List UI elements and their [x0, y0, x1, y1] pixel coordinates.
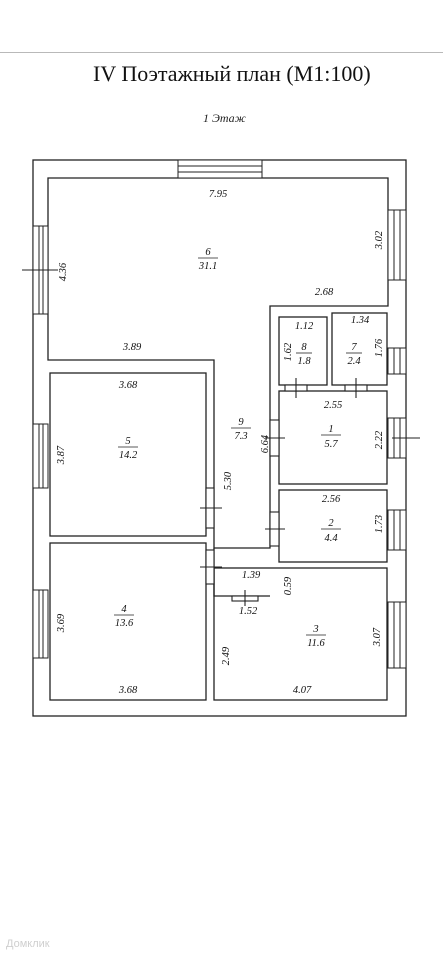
- dim-label: 3.68: [118, 380, 138, 391]
- dim-label: 0.59: [283, 576, 294, 595]
- room-2-number: 2: [328, 518, 334, 529]
- door-2: [265, 511, 285, 547]
- room-9-area: 7.3: [234, 431, 247, 442]
- dim-label: 1.34: [351, 315, 370, 326]
- dim-label: 1.52: [239, 606, 258, 617]
- dim-label: 4.36: [58, 262, 69, 281]
- dim-label: 3.02: [374, 230, 385, 250]
- room-5-number: 5: [125, 436, 130, 447]
- room-labels: 6 31.1 5 14.2 4 13.6 9 7.3 8 1.8 7 2.4: [114, 247, 362, 649]
- room-8-number: 8: [301, 342, 307, 353]
- door-7: [344, 378, 368, 398]
- room-3-label: 3 11.6: [306, 624, 326, 649]
- window-right-7: [387, 347, 407, 375]
- dim-label: 1.39: [242, 570, 261, 581]
- door-5: [200, 487, 222, 529]
- dim-label: 1.12: [295, 321, 314, 332]
- room-2-label: 2 4.4: [321, 518, 341, 544]
- dim-label: 3.89: [122, 342, 142, 353]
- room-3-area: 11.6: [307, 638, 325, 649]
- window-right-3: [387, 601, 407, 669]
- dim-label: 2.56: [322, 494, 341, 505]
- room-4-label: 4 13.6: [114, 604, 134, 629]
- dim-label: 3.69: [56, 613, 67, 633]
- window-right-2: [387, 509, 407, 551]
- room-7-label: 7 2.4: [346, 342, 362, 367]
- room-4-area: 13.6: [115, 618, 134, 629]
- room-9-label: 9 7.3: [231, 417, 251, 442]
- room-4-number: 4: [121, 604, 127, 615]
- door-1: [265, 419, 285, 457]
- window-left-5: [32, 423, 49, 489]
- room-5-outline: [49, 372, 207, 537]
- window-top: [177, 159, 263, 179]
- top-divider: [0, 52, 443, 53]
- room-6-label: 6 31.1: [198, 247, 218, 272]
- dim-label: 6.64: [260, 434, 271, 453]
- room-1-area: 5.7: [324, 439, 338, 450]
- room-4-outline: [49, 542, 207, 701]
- dim-label: 3.07: [372, 627, 383, 647]
- room-8-label: 8 1.8: [296, 342, 312, 367]
- dim-label: 4.07: [293, 685, 312, 696]
- dim-label: 2.68: [315, 287, 334, 298]
- dimension-labels: 7.95 4.36 3.02 2.68 3.89 1.12 1.34 1.62 …: [56, 189, 385, 696]
- dim-label: 3.87: [56, 445, 67, 465]
- dim-label: 3.68: [118, 685, 138, 696]
- room-9-number: 9: [238, 417, 244, 428]
- dim-label: 7.95: [209, 189, 227, 200]
- dim-label: 2.49: [221, 646, 232, 665]
- dim-label: 1.73: [374, 515, 385, 533]
- room-7-number: 7: [351, 342, 357, 353]
- room-3-outline: [213, 567, 388, 701]
- room-6-outline: [47, 177, 389, 549]
- watermark: Домклик: [6, 938, 50, 950]
- room-7-area: 2.4: [347, 356, 361, 367]
- outer-wall: [32, 159, 407, 717]
- dim-label: 1.76: [374, 338, 385, 357]
- door-3: [231, 590, 259, 606]
- room-5-area: 14.2: [119, 450, 138, 461]
- room-1-label: 1 5.7: [321, 424, 341, 450]
- room-8-area: 1.8: [297, 356, 311, 367]
- dim-label: 2.22: [374, 430, 385, 449]
- room-5-label: 5 14.2: [118, 436, 138, 461]
- page-title: IV Поэтажный план (М1:100): [93, 61, 371, 86]
- room-2-area: 4.4: [324, 533, 338, 544]
- dim-label: 5.30: [223, 471, 234, 490]
- room-6-area: 31.1: [198, 261, 217, 272]
- window-right-6: [387, 209, 407, 281]
- dim-label: 1.62: [283, 342, 294, 361]
- room-6-number: 6: [205, 247, 211, 258]
- window-left-4: [32, 589, 49, 659]
- door-4: [200, 549, 222, 585]
- floor-label: 1 Этаж: [203, 111, 246, 125]
- room-3-number: 3: [312, 624, 318, 635]
- dim-label: 2.55: [324, 400, 342, 411]
- door-8: [284, 378, 308, 398]
- room-1-number: 1: [328, 424, 333, 435]
